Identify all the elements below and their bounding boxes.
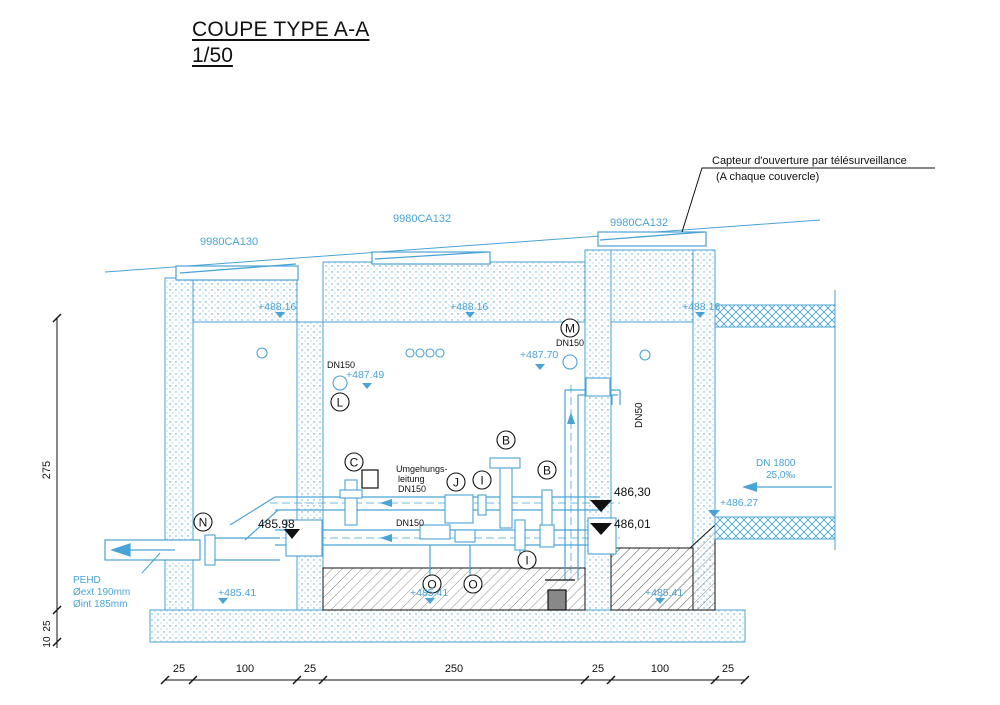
level-m-pipe: +487.70 bbox=[520, 349, 558, 361]
bypass-label-2: leitung bbox=[398, 474, 425, 484]
cover-label-2: 9980CA132 bbox=[393, 213, 451, 225]
dn150-pipe-label: DN150 bbox=[396, 518, 424, 528]
marker-i1 bbox=[472, 470, 492, 490]
dim-h-6: 100 bbox=[651, 663, 669, 675]
dim-h-4: 250 bbox=[445, 663, 463, 675]
marker-n bbox=[193, 512, 213, 532]
dn150-l-label: DN150 bbox=[327, 360, 355, 370]
sensor-leader bbox=[681, 167, 935, 233]
level-outlet: 485.98 bbox=[258, 517, 295, 531]
marker-m bbox=[560, 318, 580, 338]
pehd-label-3: Øint 185mm bbox=[73, 599, 127, 610]
marker-i2 bbox=[517, 550, 537, 570]
level-water-low: 486,01 bbox=[614, 517, 651, 531]
dim-h-2: 100 bbox=[236, 663, 254, 675]
floor-fill-mid bbox=[322, 567, 586, 611]
marker-c-letter: C bbox=[350, 456, 359, 470]
inlet-pipe bbox=[714, 290, 836, 550]
inlet-dn-label: DN 1800 bbox=[756, 458, 796, 469]
level-l-pipe: +487.49 bbox=[346, 369, 384, 381]
level-water-high: 486,30 bbox=[614, 485, 651, 499]
level-top-right: +488.16 bbox=[682, 301, 720, 313]
outlet-pipe bbox=[104, 539, 201, 561]
pehd-label-2: Øext 190mm bbox=[73, 587, 130, 598]
dim-h-1: 25 bbox=[173, 663, 185, 675]
bypass-label-3: DN150 bbox=[398, 484, 426, 494]
level-floor-left: +485.41 bbox=[218, 587, 256, 599]
level-inlet: +486.27 bbox=[720, 497, 758, 509]
dim-v-2: 10 bbox=[42, 636, 53, 648]
dimension-ticks bbox=[52, 313, 750, 685]
marker-n-letter: N bbox=[199, 516, 208, 530]
marker-m-letter: M bbox=[565, 322, 575, 336]
ground-line bbox=[104, 219, 821, 273]
marker-i2-letter: I bbox=[525, 554, 528, 568]
pehd-label-1: PEHD bbox=[73, 575, 101, 586]
marker-j-letter: J bbox=[453, 476, 459, 490]
bypass-label-1: Umgehungs- bbox=[396, 464, 448, 474]
marker-b2 bbox=[537, 460, 557, 480]
water-level-triangles bbox=[284, 500, 612, 539]
marker-c bbox=[344, 452, 364, 472]
dn50-label: DN50 bbox=[634, 402, 645, 428]
pipe-flow-arrows bbox=[380, 412, 575, 542]
marker-b2-letter: B bbox=[543, 464, 551, 478]
inlet-flow-arrow bbox=[742, 482, 832, 492]
dim-h-7: 25 bbox=[722, 663, 734, 675]
marker-o1 bbox=[422, 574, 442, 594]
concrete-structure bbox=[149, 249, 746, 643]
floor-fill-ramp bbox=[610, 523, 716, 611]
inlet-slope-label: 25,0‰ bbox=[766, 470, 795, 481]
marker-o1-letter: O bbox=[427, 578, 436, 592]
dimension-lines bbox=[56, 318, 745, 681]
sensor-note-line2: (A chaque couvercle) bbox=[716, 171, 819, 183]
cover-label-3: 9980CA132 bbox=[610, 217, 668, 229]
valves bbox=[204, 377, 617, 566]
marker-bubbles bbox=[193, 318, 580, 594]
dim-h-3: 25 bbox=[304, 663, 316, 675]
level-markers bbox=[218, 312, 720, 604]
dim-v-1: 275 bbox=[41, 461, 53, 479]
dim-h-5: 25 bbox=[592, 663, 604, 675]
marker-l-letter: L bbox=[337, 396, 344, 410]
marker-b1 bbox=[496, 430, 516, 450]
level-top-mid: +488.16 bbox=[450, 301, 488, 313]
level-floor-right: +485.41 bbox=[645, 587, 683, 599]
wall-openings bbox=[256, 347, 651, 391]
level-top-left: +488.16 bbox=[258, 301, 296, 313]
marker-o2-letter: O bbox=[468, 578, 477, 592]
dim-v-3: 25 bbox=[42, 620, 53, 632]
marker-b1-letter: B bbox=[502, 434, 510, 448]
cover-label-1: 9980CA130 bbox=[200, 236, 258, 248]
drawing-title: COUPE TYPE A-A bbox=[192, 18, 370, 41]
sensor-note-line1: Capteur d'ouverture par télésurveillance bbox=[712, 155, 907, 167]
drawing-scale: 1/50 bbox=[192, 44, 233, 67]
manhole-covers bbox=[175, 231, 707, 281]
level-floor-mid: +485.41 bbox=[410, 587, 448, 599]
marker-o2 bbox=[463, 574, 483, 594]
marker-l bbox=[330, 392, 350, 412]
dn150-m-label: DN150 bbox=[556, 338, 584, 348]
marker-i1-letter: I bbox=[480, 474, 483, 488]
marker-j bbox=[446, 472, 466, 492]
